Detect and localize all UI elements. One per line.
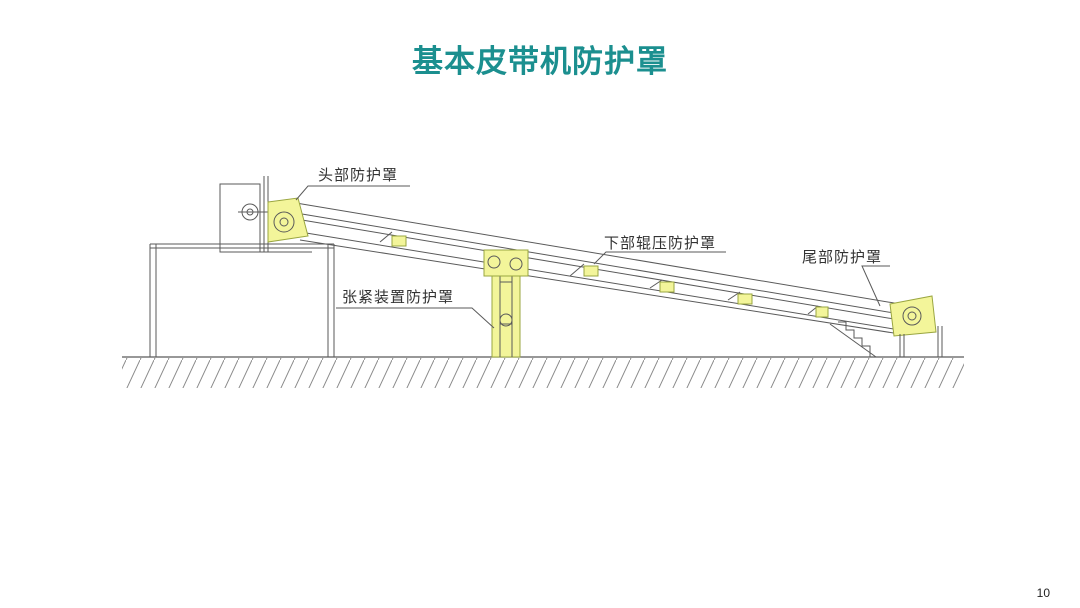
- tail-guard: [889, 295, 937, 337]
- tensioner-guard: [483, 249, 529, 277]
- conveyor-belt: [289, 201, 913, 335]
- ground: [122, 356, 964, 388]
- head-guard: [267, 197, 309, 243]
- tail-support: [899, 326, 943, 357]
- stairs: [829, 321, 877, 358]
- left-platform: [149, 243, 335, 357]
- label-lower-roller-guard: 下部辊压防护罩: [604, 234, 716, 252]
- label-tensioner-guard: 张紧装置防护罩: [342, 288, 454, 306]
- tensioner-column: [491, 261, 521, 358]
- lower-roller-guards: [391, 235, 829, 318]
- page-number: 10: [1036, 586, 1050, 600]
- label-head-guard: 头部防护罩: [318, 166, 398, 184]
- idler-roller-brackets: [379, 231, 819, 315]
- leader-lines: [295, 185, 890, 329]
- label-tail-guard: 尾部防护罩: [802, 248, 882, 266]
- page-title: 基本皮带机防护罩: [412, 44, 668, 80]
